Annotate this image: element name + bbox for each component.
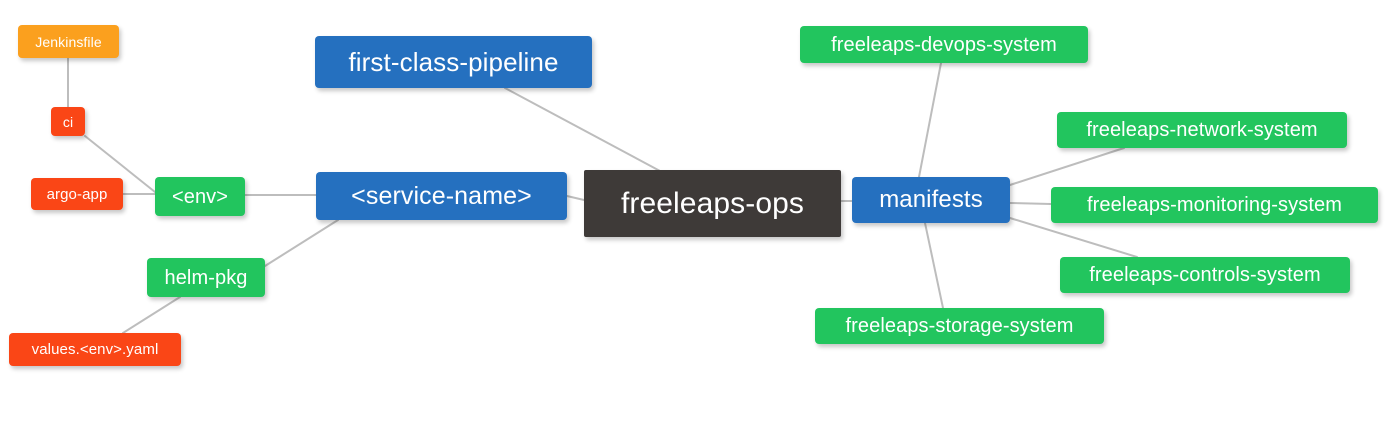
- edge-service-name-to-freeleaps-ops: [566, 195, 585, 201]
- node-freeleaps-monitoring-system[interactable]: freeleaps-monitoring-system: [1051, 187, 1378, 223]
- edge-manifests-to-freeleaps-storage-system: [924, 222, 944, 309]
- node-label-freeleaps-ops: freeleaps-ops: [620, 186, 805, 220]
- node-label-jenkinsfile: Jenkinsfile: [35, 33, 102, 50]
- node-freeleaps-storage-system[interactable]: freeleaps-storage-system: [815, 308, 1104, 344]
- edge-manifests-to-freeleaps-monitoring-system: [1009, 202, 1052, 205]
- node-freeleaps-ops[interactable]: freeleaps-ops: [584, 170, 841, 237]
- node-label-env: <env>: [171, 185, 229, 208]
- node-argo-app[interactable]: argo-app: [31, 178, 123, 210]
- node-service-name[interactable]: <service-name>: [316, 172, 567, 220]
- node-label-freeleaps-devops-system: freeleaps-devops-system: [831, 33, 1057, 56]
- node-label-first-class-pipeline: first-class-pipeline: [348, 47, 559, 77]
- edge-service-name-to-helm-pkg: [264, 219, 339, 267]
- edge-manifests-to-freeleaps-devops-system: [918, 62, 942, 178]
- node-label-freeleaps-monitoring-system: freeleaps-monitoring-system: [1086, 194, 1342, 216]
- node-freeleaps-controls-system[interactable]: freeleaps-controls-system: [1060, 257, 1350, 293]
- edge-manifests-to-freeleaps-controls-system: [1009, 217, 1138, 258]
- node-label-argo-app: argo-app: [46, 185, 108, 203]
- node-label-service-name: <service-name>: [351, 181, 532, 210]
- node-label-helm-pkg: helm-pkg: [164, 266, 248, 289]
- node-label-freeleaps-storage-system: freeleaps-storage-system: [845, 315, 1074, 337]
- node-helm-pkg[interactable]: helm-pkg: [147, 258, 265, 297]
- edge-first-class-pipeline-to-freeleaps-ops: [504, 87, 661, 172]
- node-label-ci: ci: [62, 113, 74, 130]
- node-label-freeleaps-controls-system: freeleaps-controls-system: [1089, 264, 1321, 286]
- edge-manifests-to-freeleaps-network-system: [1009, 147, 1125, 186]
- node-first-class-pipeline[interactable]: first-class-pipeline: [315, 36, 592, 88]
- node-freeleaps-network-system[interactable]: freeleaps-network-system: [1057, 112, 1347, 148]
- node-env[interactable]: <env>: [155, 177, 245, 216]
- node-label-freeleaps-network-system: freeleaps-network-system: [1086, 119, 1318, 141]
- node-label-values-yaml: values.<env>.yaml: [31, 341, 159, 358]
- node-values-yaml[interactable]: values.<env>.yaml: [9, 333, 181, 366]
- edge-helm-pkg-to-values-yaml: [122, 296, 181, 334]
- node-manifests[interactable]: manifests: [852, 177, 1010, 223]
- node-freeleaps-devops-system[interactable]: freeleaps-devops-system: [800, 26, 1088, 63]
- node-ci[interactable]: ci: [51, 107, 85, 136]
- node-jenkinsfile[interactable]: Jenkinsfile: [18, 25, 119, 58]
- node-label-manifests: manifests: [879, 186, 983, 213]
